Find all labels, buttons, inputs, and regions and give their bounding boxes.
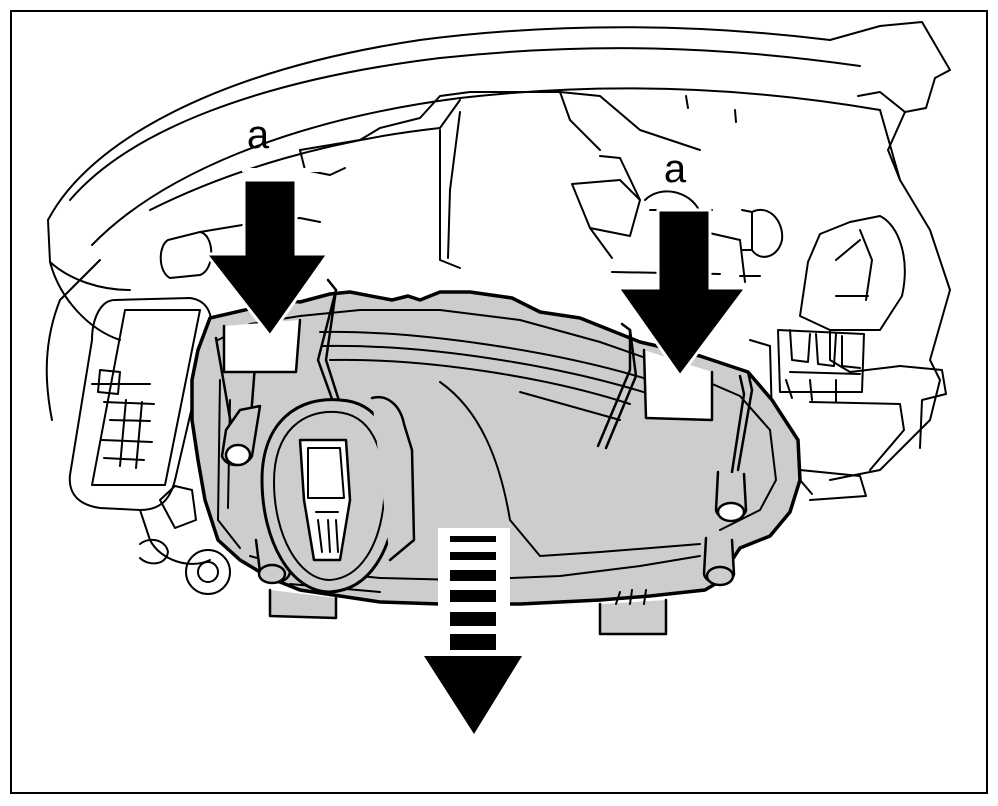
highlighted-lamp-unit: [190, 278, 802, 636]
arrow-down-solid-icon: [202, 178, 331, 339]
callout-label-right: a: [664, 147, 687, 191]
pull-direction-arrow: [424, 528, 522, 734]
arrow-down-dashed-icon: [424, 536, 522, 734]
arrow-down-solid-icon: [615, 208, 749, 379]
right-retaining-tab: [642, 348, 714, 422]
right-press-arrow: a: [615, 147, 749, 379]
left-press-arrow: a: [202, 113, 331, 339]
headlamp-housing: [45, 21, 951, 595]
callout-label-left: a: [247, 113, 270, 157]
left-retaining-tab: [222, 318, 302, 374]
